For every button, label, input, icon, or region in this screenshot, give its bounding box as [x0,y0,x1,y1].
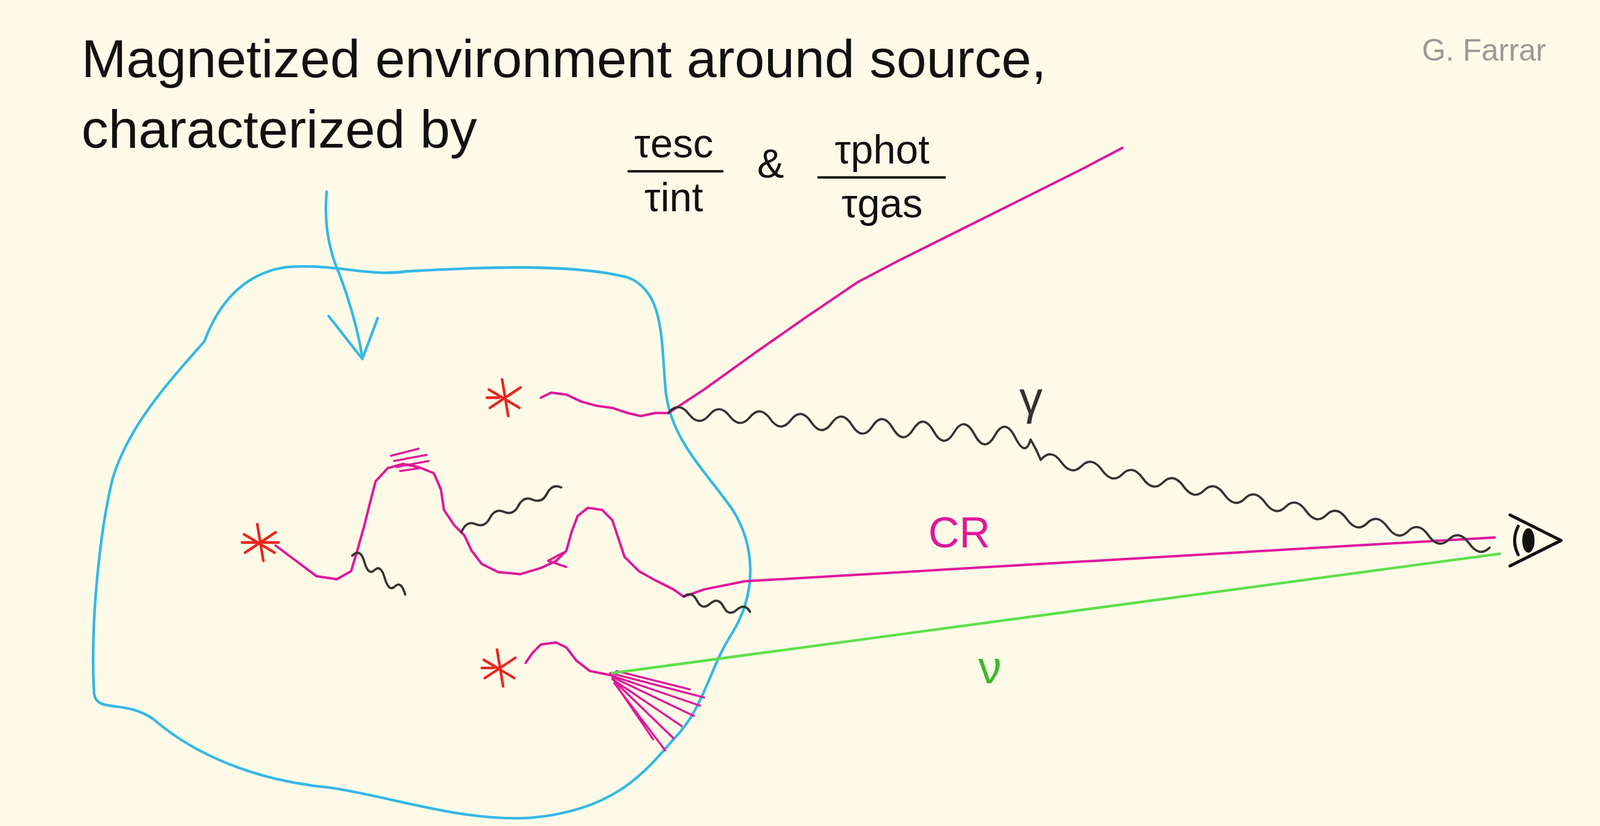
ratio-numerator-wrap: τesc [630,120,718,168]
photon-path [352,553,406,595]
photon-path [461,486,562,533]
ratio-numerator: τphot [831,126,934,174]
watermark: G. Farrar [1418,33,1550,69]
photon-label: γ [1015,371,1047,425]
ratio-numerator: τesc [630,120,718,168]
star-stroke [241,541,279,544]
photon-path [668,407,1490,552]
source-star [481,649,516,687]
ratio-denominator: τgas [837,180,927,228]
ratio-numerator-wrap: τphot [831,126,934,174]
callout-arrowhead [328,316,378,359]
star-stroke [486,396,500,399]
ratio-denominator: τint [640,174,707,222]
arrowhead [548,553,567,568]
ratio-denominator-wrap: τgas [837,180,927,228]
conjunction: & [753,140,788,188]
neutrino-path [612,553,1501,674]
ratio-denominator-wrap: τint [640,174,707,222]
particle-shower [610,671,704,751]
cosmic-ray-label: CR [924,508,994,559]
photon-label-wrap: γ [1015,371,1047,425]
cosmic-ray-path [525,642,611,676]
observer-eye [1509,515,1561,567]
photon-path [683,594,750,614]
source-star [486,379,521,417]
callout-arrow [325,191,363,358]
cosmic-ray-path [275,464,1495,598]
conjunction-wrap: & [753,140,788,188]
neutrino-label-wrap: ν [974,640,1006,695]
cosmic-ray-label-wrap: CR [924,508,994,559]
neutrino-label: ν [974,640,1006,695]
source-star [241,524,279,562]
eye-pupil [1522,528,1535,554]
star-stroke [481,667,494,670]
fraction-bar [628,170,723,173]
fraction-bar [818,176,946,179]
environment-outline [93,266,751,819]
watermark-wrap: G. Farrar [1418,33,1550,69]
shower-hairs [390,449,429,472]
